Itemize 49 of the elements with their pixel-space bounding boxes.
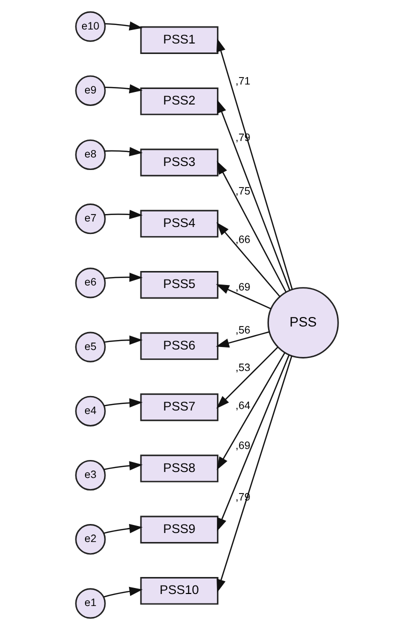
- edge-label: ,75: [236, 185, 250, 198]
- node-circle: e4: [75, 396, 106, 426]
- arrow: [104, 210, 143, 220]
- edge-label: ,56: [236, 324, 250, 336]
- node-box: PSS9: [140, 516, 218, 544]
- arrow: [104, 586, 143, 598]
- arrow: [216, 38, 293, 290]
- arrow: [105, 21, 143, 31]
- arrow: [216, 356, 292, 593]
- arrow: [104, 272, 143, 282]
- node-circle: e9: [75, 75, 106, 106]
- edge-label: ,69: [236, 440, 250, 452]
- arrow: [216, 352, 286, 470]
- node-box: PSS7: [140, 393, 218, 422]
- node-circle: e8: [75, 139, 106, 170]
- node-circle: e10: [75, 11, 106, 42]
- node-box: PSS4: [140, 210, 218, 238]
- node-box: PSS8: [140, 454, 218, 482]
- edge-label: ,53: [236, 362, 250, 374]
- arrow: [216, 354, 290, 532]
- arrow: [216, 331, 270, 348]
- arrow: [104, 524, 143, 534]
- node-circle: e2: [75, 524, 106, 555]
- node-circle: PSS: [267, 287, 339, 358]
- node-box: PSS3: [140, 148, 218, 176]
- arrow: [216, 284, 271, 310]
- node-circle: e7: [75, 204, 106, 234]
- edge-label: ,69: [236, 282, 250, 294]
- arrow: [216, 222, 280, 297]
- arrow: [104, 147, 143, 156]
- arrow: [104, 461, 143, 470]
- node-circle: e6: [75, 268, 106, 298]
- node-box: PSS5: [140, 271, 218, 299]
- arrow: [216, 160, 287, 293]
- node-circle: e5: [75, 332, 106, 362]
- node-circle: e3: [75, 460, 106, 491]
- arrow: [104, 84, 143, 94]
- edge-label: ,64: [236, 400, 250, 412]
- node-circle: e1: [75, 588, 106, 619]
- edge-label: ,66: [236, 234, 250, 246]
- node-box: PSS1: [140, 26, 218, 54]
- arrow: [217, 100, 290, 290]
- node-box: PSS2: [140, 88, 218, 116]
- node-box: PSS6: [140, 332, 218, 360]
- arrow: [104, 335, 143, 345]
- arrow: [216, 346, 278, 409]
- arrow: [104, 398, 143, 408]
- node-box: PSS10: [140, 576, 218, 605]
- edge-label: ,71: [236, 76, 250, 88]
